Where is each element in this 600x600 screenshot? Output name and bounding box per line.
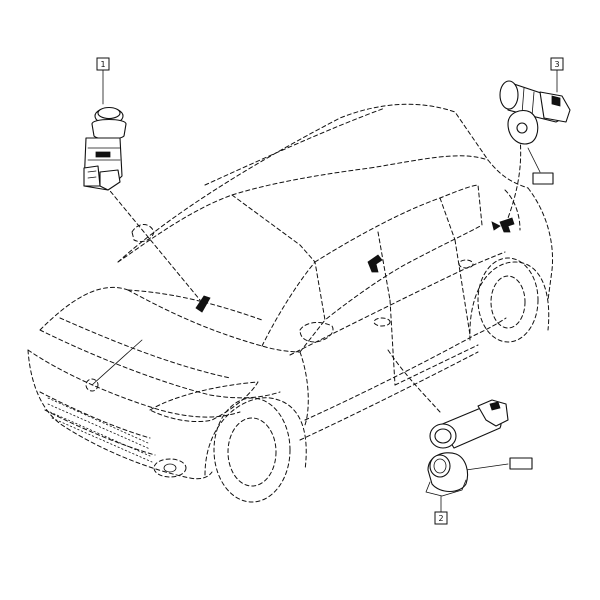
car-sill bbox=[304, 317, 507, 421]
car-body bbox=[27, 103, 554, 503]
car-hood-emblem-leader bbox=[91, 339, 143, 386]
component-1-flange bbox=[91, 118, 127, 140]
car-roof-line bbox=[117, 103, 529, 263]
car-rear-door bbox=[394, 239, 479, 386]
car-rear-door-handle bbox=[458, 259, 474, 269]
car-front-wheel-arch bbox=[204, 397, 307, 476]
car-far-side-mirror bbox=[131, 224, 155, 243]
tailgate-mount-marker-tab bbox=[491, 221, 501, 231]
dash-switch-marker bbox=[195, 295, 211, 313]
car-c-pillar bbox=[439, 197, 456, 241]
leader-callout-1 bbox=[105, 185, 201, 301]
leader-callout-3-tag bbox=[527, 147, 541, 173]
component-3-cap-knob bbox=[516, 122, 528, 134]
car-b-pillar bbox=[377, 231, 391, 301]
car-front-bumper bbox=[27, 349, 213, 480]
car-rear-wheel bbox=[477, 257, 539, 343]
car-roof-rail bbox=[204, 107, 386, 186]
component-3-barrel-rib bbox=[521, 87, 535, 117]
car-rear-wheel-rim bbox=[490, 275, 526, 329]
callout-3-label: 3 bbox=[554, 60, 559, 69]
component-3-cylinder bbox=[499, 80, 571, 185]
component-2-cap-face bbox=[429, 454, 451, 478]
door-mount-marker bbox=[367, 254, 383, 273]
component-3-tag bbox=[532, 172, 554, 185]
car-hood-emblem bbox=[85, 378, 99, 392]
car-hood-crease bbox=[59, 317, 231, 379]
car-hood bbox=[39, 286, 281, 399]
car-rear-wheel-arch bbox=[469, 261, 550, 341]
component-2-cap-bracket bbox=[425, 479, 467, 497]
callout-1: 1 bbox=[96, 57, 110, 105]
car-sill-lower bbox=[299, 351, 479, 441]
car-windshield-bottom bbox=[127, 289, 301, 353]
callout-2: 2 bbox=[434, 495, 448, 525]
component-1-clip bbox=[95, 151, 111, 158]
car-tailgate-edge bbox=[504, 189, 521, 231]
car-front-door-handle bbox=[373, 317, 391, 327]
component-2-front-ring-inner bbox=[434, 428, 452, 444]
component-1-button-top bbox=[97, 106, 121, 120]
car-front-bumper-upper bbox=[27, 349, 241, 418]
component-1-terminal bbox=[99, 169, 121, 191]
car-a-pillar-inner bbox=[261, 261, 316, 347]
component-2-tag bbox=[509, 457, 533, 470]
car-grille-top bbox=[39, 391, 151, 439]
car-roof-rear bbox=[369, 155, 489, 169]
car-side-window-frame bbox=[314, 184, 483, 321]
car-front-wheel bbox=[213, 397, 291, 503]
tailgate-mount-marker bbox=[499, 217, 515, 233]
car-door-beltline bbox=[289, 251, 506, 356]
car-mount-markers bbox=[195, 217, 515, 313]
component-2-cap-face-inner bbox=[433, 458, 447, 474]
car-a-pillar bbox=[231, 194, 316, 263]
component-3-barrel-front bbox=[499, 80, 519, 110]
callout-1-label: 1 bbox=[100, 60, 105, 69]
car-front-wheel-rim bbox=[227, 417, 277, 487]
car-grille-mesh bbox=[47, 397, 153, 463]
component-1-connector-slot bbox=[87, 170, 97, 179]
car-fog-lamp-inner bbox=[163, 463, 177, 473]
car-grille-bottom bbox=[44, 409, 156, 456]
component-2-connector bbox=[477, 399, 509, 427]
car-rear-end bbox=[527, 187, 554, 301]
car-dashboard-line bbox=[127, 289, 263, 321]
component-2-socket bbox=[425, 399, 533, 497]
leader-callout-2 bbox=[387, 349, 441, 413]
car-fog-lamp bbox=[153, 458, 187, 478]
leader-callout-3 bbox=[507, 137, 522, 219]
car-windshield-top bbox=[117, 167, 371, 263]
component-3-connector-latch bbox=[551, 95, 561, 107]
car-side-mirror bbox=[299, 322, 334, 343]
callout-3: 3 bbox=[550, 57, 564, 93]
car-front-door bbox=[299, 299, 396, 426]
car-headlight bbox=[149, 381, 259, 423]
leader-lines bbox=[105, 137, 541, 471]
callout-2-label: 2 bbox=[438, 514, 443, 523]
component-2-connector-latch bbox=[489, 401, 501, 411]
component-1-switch bbox=[83, 106, 127, 191]
component-1-connector bbox=[83, 165, 101, 187]
component-3-connector bbox=[539, 91, 571, 123]
leader-callout-2-tag bbox=[465, 463, 509, 471]
